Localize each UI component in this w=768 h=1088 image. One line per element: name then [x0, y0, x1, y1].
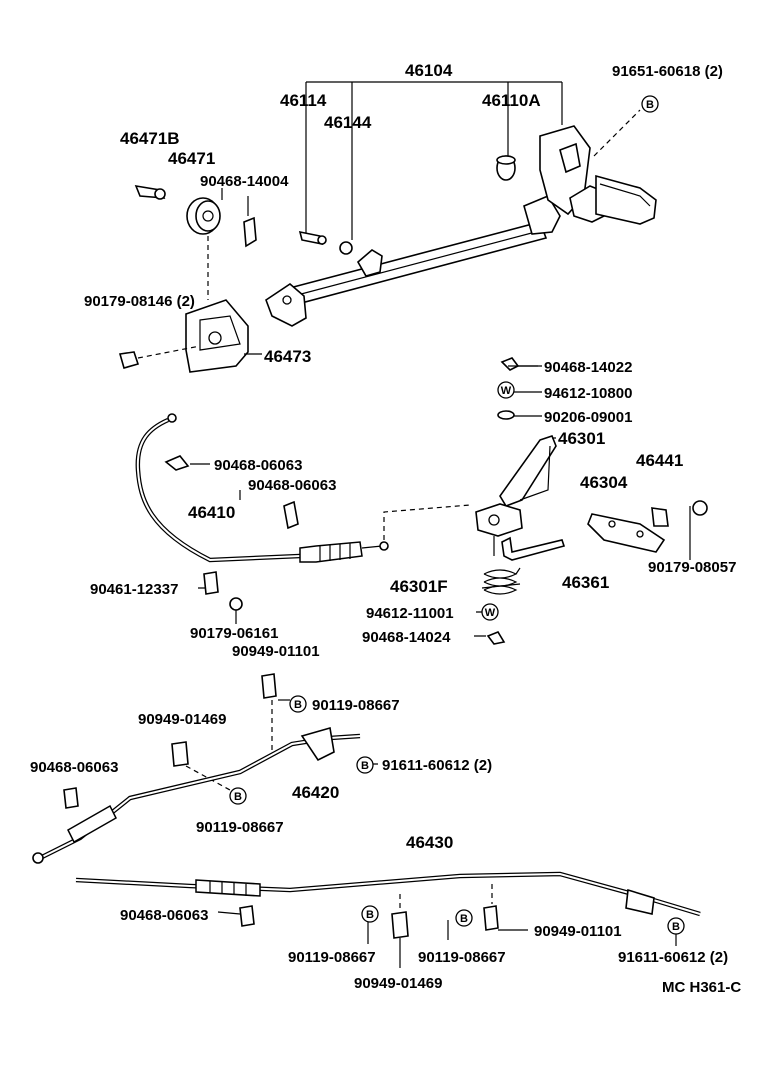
- label-90468-06063: 90468-06063: [30, 759, 118, 776]
- label-90119-08667: 90119-08667: [288, 949, 376, 966]
- label-90461-12337: 90461-12337: [90, 581, 178, 598]
- cable-46420: [32, 673, 361, 864]
- label-91651-60618: 91651-60618 (2): [612, 63, 723, 80]
- bolt-marker: B: [366, 909, 374, 921]
- bolt-markers: B B B B B B B W W: [229, 95, 685, 935]
- label-46104: 46104: [405, 61, 453, 80]
- label-90119-08667: 90119-08667: [196, 819, 284, 836]
- brake-lever-assembly: [265, 81, 657, 327]
- washer-marker: W: [501, 385, 512, 397]
- label-46304: 46304: [580, 473, 628, 492]
- bolt-marker: B: [294, 699, 302, 711]
- label-46441: 46441: [636, 451, 683, 470]
- label-46410: 46410: [188, 503, 235, 522]
- label-46144: 46144: [324, 113, 372, 132]
- part-labels: 46104 46114 46144 46110A 91651-60618 (2)…: [30, 61, 741, 996]
- label-90468-14004: 90468-14004: [200, 173, 289, 190]
- label-90119-08667: 90119-08667: [312, 697, 400, 714]
- label-90949-01101: 90949-01101: [232, 643, 320, 660]
- label-90949-01469: 90949-01469: [354, 975, 442, 992]
- label-90179-06161: 90179-06161: [190, 625, 278, 642]
- cable-46410: [135, 413, 471, 611]
- washer-marker: W: [485, 607, 496, 619]
- label-46420: 46420: [292, 783, 339, 802]
- bolt-marker: B: [672, 921, 680, 933]
- label-46361: 46361: [562, 573, 609, 592]
- label-46301: 46301: [558, 429, 605, 448]
- label-46110A: 46110A: [482, 91, 541, 110]
- label-90949-01469: 90949-01469: [138, 711, 226, 728]
- label-94612-11001: 94612-11001: [366, 605, 454, 622]
- pulley-assembly: [118, 184, 262, 373]
- label-90179-08057: 90179-08057: [648, 559, 736, 576]
- label-90119-08667: 90119-08667: [418, 949, 506, 966]
- leader-lines: [190, 188, 691, 968]
- bolt-marker: B: [646, 99, 654, 111]
- label-90468-14024: 90468-14024: [362, 629, 451, 646]
- label-91611-60612: 91611-60612 (2): [618, 949, 728, 966]
- label-90206-09001: 90206-09001: [544, 409, 632, 426]
- label-90468-06063: 90468-06063: [248, 477, 336, 494]
- label-90179-08146: 90179-08146 (2): [84, 293, 195, 310]
- label-46471: 46471: [168, 149, 215, 168]
- label-91611-60612: 91611-60612 (2): [382, 757, 492, 774]
- label-90468-06063: 90468-06063: [214, 457, 302, 474]
- cable-46430: [75, 871, 701, 939]
- label-46114: 46114: [280, 91, 327, 110]
- diagram-code: MC H361-C: [662, 979, 741, 996]
- label-46471B: 46471B: [120, 129, 180, 148]
- label-46301F: 46301F: [390, 577, 448, 596]
- label-90468-06063: 90468-06063: [120, 907, 208, 924]
- label-90949-01101: 90949-01101: [534, 923, 622, 940]
- label-46430: 46430: [406, 833, 453, 852]
- label-94612-10800: 94612-10800: [544, 385, 632, 402]
- bolt-marker: B: [460, 913, 468, 925]
- bolt-marker: B: [361, 760, 369, 772]
- label-46473: 46473: [264, 347, 311, 366]
- lever-46301-assembly: [475, 357, 708, 645]
- label-90468-14022: 90468-14022: [544, 359, 632, 376]
- bolt-marker: B: [234, 791, 242, 803]
